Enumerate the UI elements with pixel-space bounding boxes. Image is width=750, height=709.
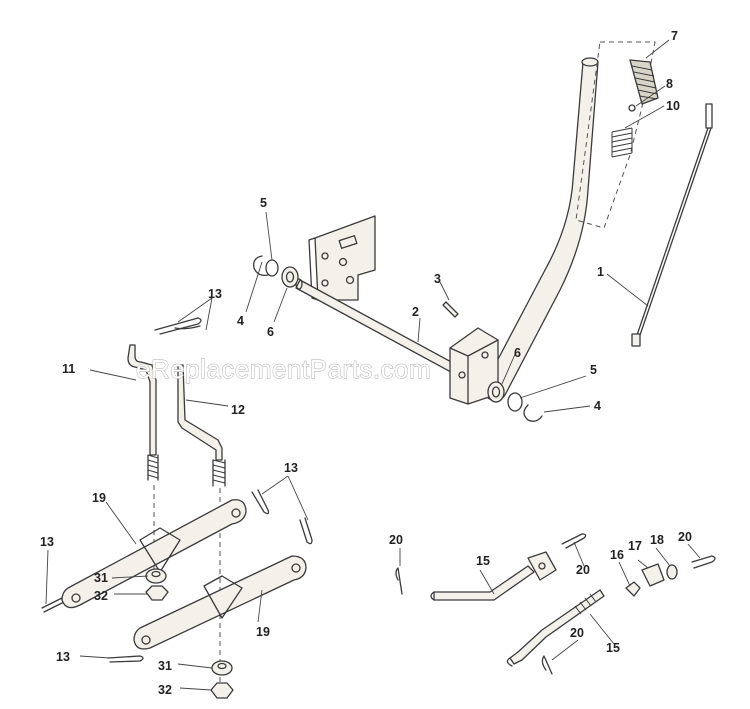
callout-20: 20 [678,530,692,544]
callout-6: 6 [267,325,274,339]
callout-18: 18 [650,533,664,547]
lift-link-upper [61,499,247,609]
lift-link-lower [133,555,307,650]
leader-lines [45,39,701,691]
left-shaft-hardware [253,255,299,288]
lift-rod [631,103,713,347]
link-rod-lower [506,589,605,667]
nut-washer-lower [210,660,234,699]
lift-handle [483,57,599,402]
hairpin-clip-left [41,597,66,613]
mounting-plate [308,215,376,301]
hairpin-clip-mid [251,489,313,545]
cotter-pin-top [561,533,587,549]
callout-7: 7 [671,29,678,43]
callout-16: 16 [610,548,624,562]
callout-3: 3 [434,272,441,286]
callout-17: 17 [628,539,642,553]
adjustment-rod-12 [177,364,226,487]
callout-6: 6 [514,346,521,360]
watermark: eReplacementParts.com [136,354,431,384]
callout-8: 8 [666,77,673,91]
callout-15: 15 [476,554,490,568]
callout-13: 13 [208,287,222,301]
callout-32: 32 [158,683,172,697]
callout-11: 11 [62,362,75,376]
callout-12: 12 [231,403,245,417]
callout-13: 13 [40,535,54,549]
callout-10: 10 [666,99,680,113]
adjustment-rod-11 [127,344,159,481]
nut-washer-upper [145,568,169,601]
cotter-pin-bottom [541,655,553,675]
hairpin-clip-bottom [107,655,144,663]
callout-1: 1 [597,265,604,279]
cotter-pin-left [395,567,403,595]
hairpin-clip-top [154,317,202,335]
callout-5: 5 [260,196,267,210]
callout-4: 4 [237,314,244,328]
callout-15: 15 [606,641,620,655]
callout-13: 13 [56,650,70,664]
callout-31: 31 [94,571,108,585]
callout-5: 5 [590,363,597,377]
callout-19: 19 [92,491,106,505]
callout-32: 32 [94,589,108,603]
callout-20: 20 [576,563,590,577]
trunnion-hardware [625,555,716,597]
callout-20: 20 [570,626,584,640]
callout-labels: 7 8 10 1 5 4 6 3 2 6 5 4 13 11 12 13 19 … [40,29,692,697]
callout-31: 31 [158,659,172,673]
pin [442,301,459,318]
callout-19: 19 [256,625,270,639]
callout-20: 20 [389,533,403,547]
link-rod-upper [430,551,557,601]
callout-13: 13 [284,461,298,475]
shaft-bracket [449,327,499,405]
callout-4: 4 [594,399,601,413]
right-shaft-hardware [487,381,543,422]
handle-grip-assembly [575,41,659,229]
callout-2: 2 [412,305,419,319]
